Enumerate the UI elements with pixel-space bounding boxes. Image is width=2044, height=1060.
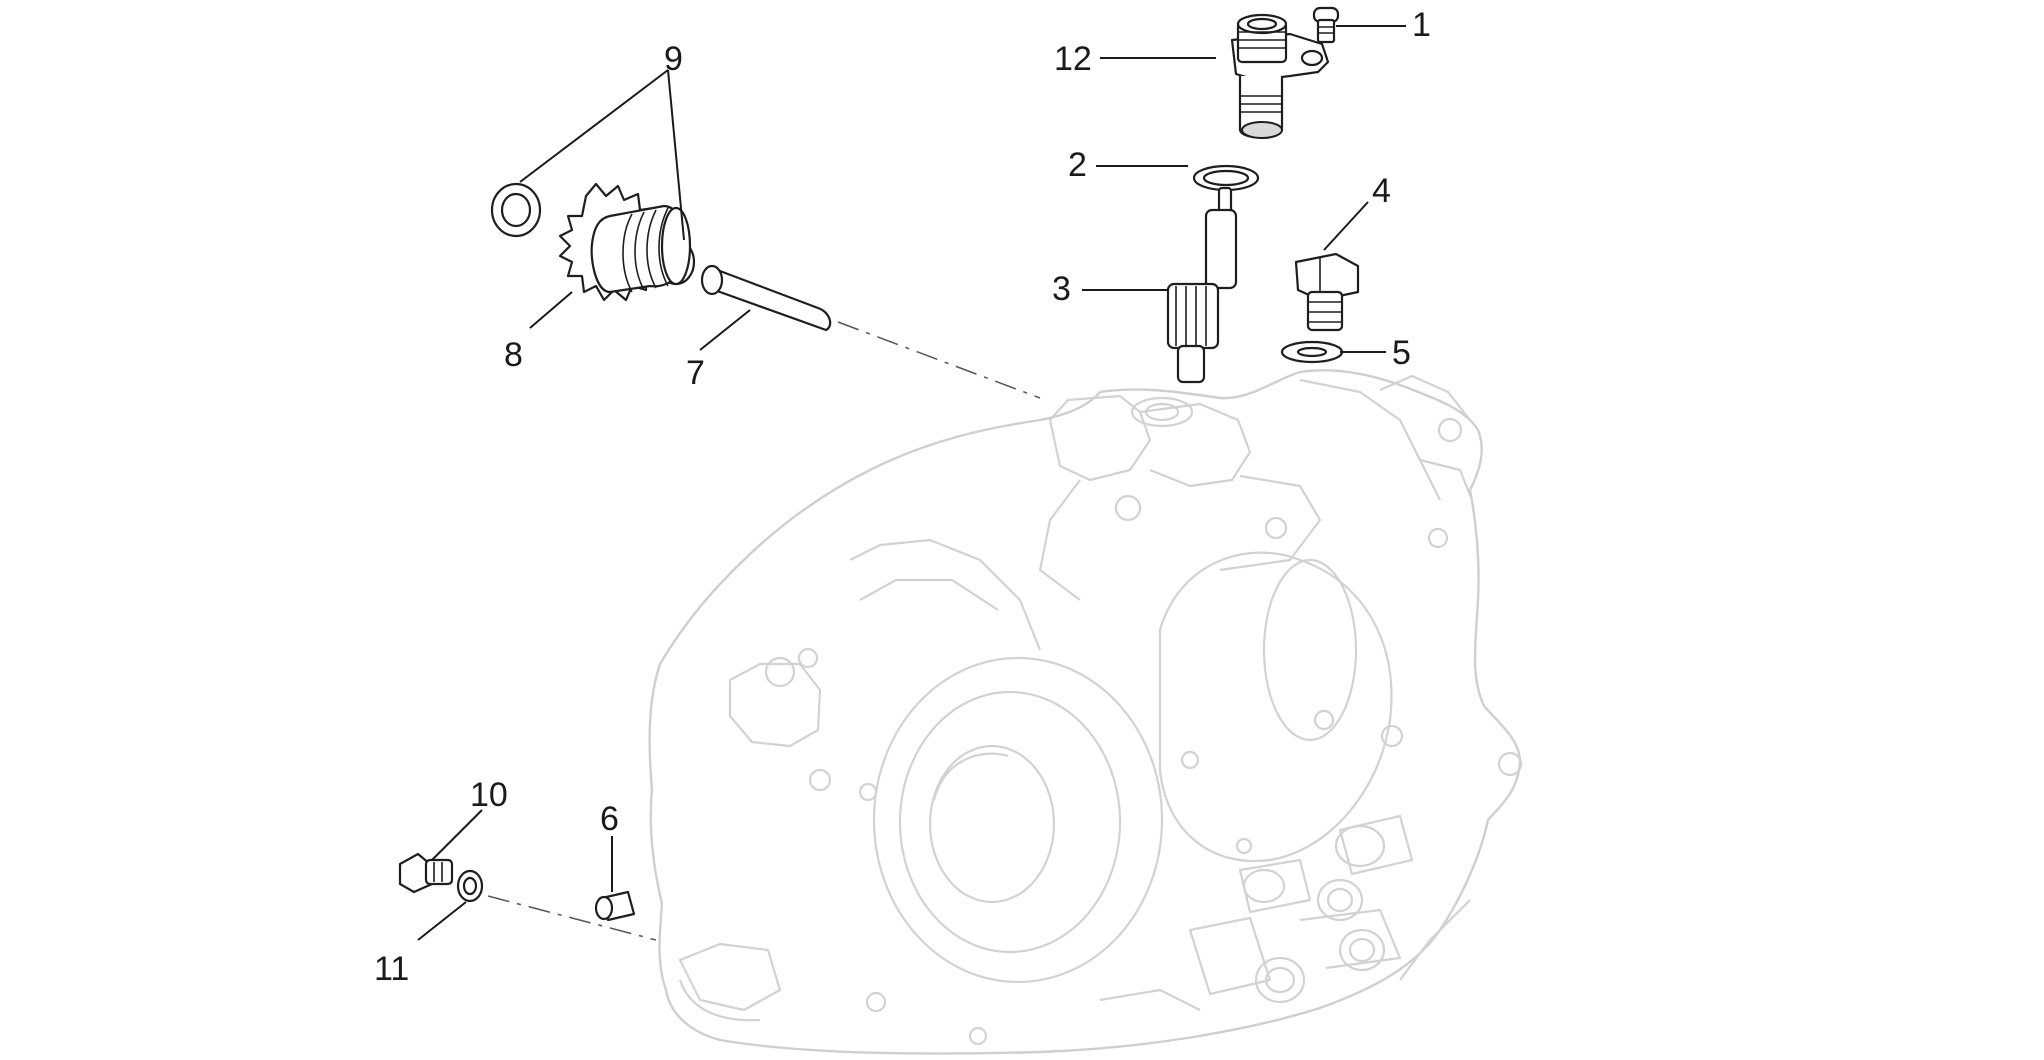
- axis-line-drain: [487, 895, 657, 941]
- label-2: 2: [1068, 146, 1087, 184]
- label-10: 10: [470, 776, 508, 814]
- label-11: 11: [374, 950, 409, 988]
- label-8: 8: [504, 336, 523, 374]
- part-1-screw: [1312, 6, 1340, 44]
- crankcase-half: [648, 369, 1523, 1055]
- label-1: 1: [1412, 6, 1431, 44]
- part-5-washer: [1280, 340, 1344, 364]
- part-6-dowel: [594, 890, 636, 922]
- part-8-starter-gear: [558, 182, 692, 302]
- part-7-pin: [700, 264, 832, 332]
- label-7: 7: [686, 354, 705, 392]
- label-4: 4: [1372, 172, 1391, 210]
- label-12: 12: [1054, 40, 1092, 78]
- part-10-drain-plug: [398, 852, 454, 894]
- label-6: 6: [600, 800, 619, 838]
- part-2-o-ring: [1192, 164, 1260, 192]
- axis-line-shaft: [837, 321, 1041, 399]
- leader-lines: [417, 25, 1406, 941]
- label-9: 9: [664, 40, 683, 78]
- part-4-bolt: [1294, 252, 1360, 332]
- part-11-sealing-washer: [456, 869, 484, 903]
- label-3: 3: [1052, 270, 1071, 308]
- part-12-housing: [1230, 13, 1330, 139]
- part-3-drive-gear-shaft: [1166, 186, 1238, 384]
- callout-labels: 1 12 2 4 3 5 9 8 7 10 6 11: [374, 6, 1431, 988]
- label-5: 5: [1392, 334, 1411, 372]
